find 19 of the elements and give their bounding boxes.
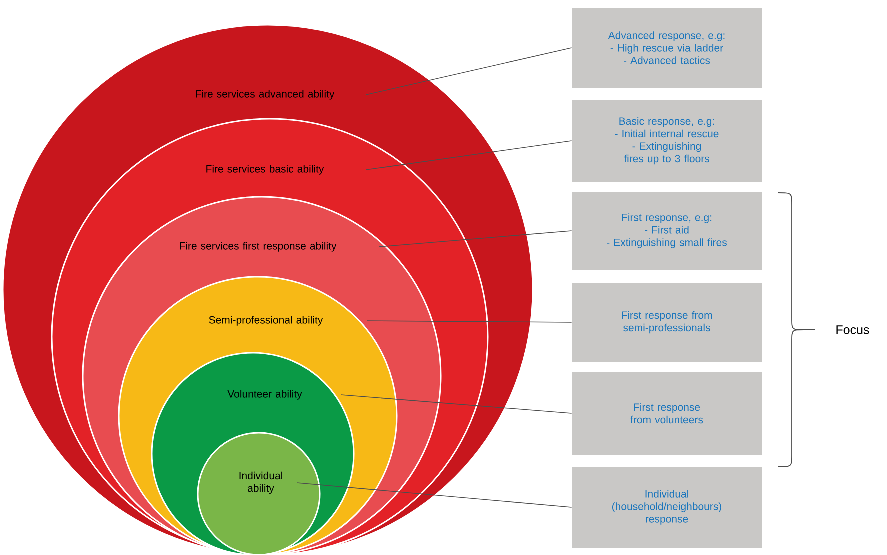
- response-box: Individual (household/neighbours) response: [572, 467, 762, 548]
- circle-label: Volunteer ability: [228, 390, 302, 400]
- response-box: Advanced response, e.g: - High rescue via ladder - Advanced tactics: [572, 8, 762, 88]
- response-box: First response from volunteers: [572, 372, 762, 455]
- leader-line: [366, 140, 572, 170]
- response-box: Basic response, e.g: - Initial internal rescue - Extinguishing fires up to 3 floors: [572, 100, 762, 182]
- leader-line: [340, 394, 572, 414]
- circle-label: Fire services advanced ability: [196, 90, 335, 100]
- leader-line: [366, 48, 572, 96]
- circle-label: Semi-professional ability: [209, 316, 324, 326]
- response-box: First response from semi-professionals: [572, 283, 762, 362]
- circle-label: Individual ability: [240, 472, 282, 494]
- leader-line: [296, 482, 572, 508]
- circle-label: Fire services basic ability: [206, 165, 324, 175]
- leader-line: [378, 230, 572, 248]
- leader-line: [366, 320, 572, 323]
- circle-label: Fire services first response ability: [180, 242, 337, 252]
- response-box: First response, e.g: - First aid - Extinguishing small fires: [572, 192, 762, 270]
- focus-label: Focus: [836, 326, 870, 334]
